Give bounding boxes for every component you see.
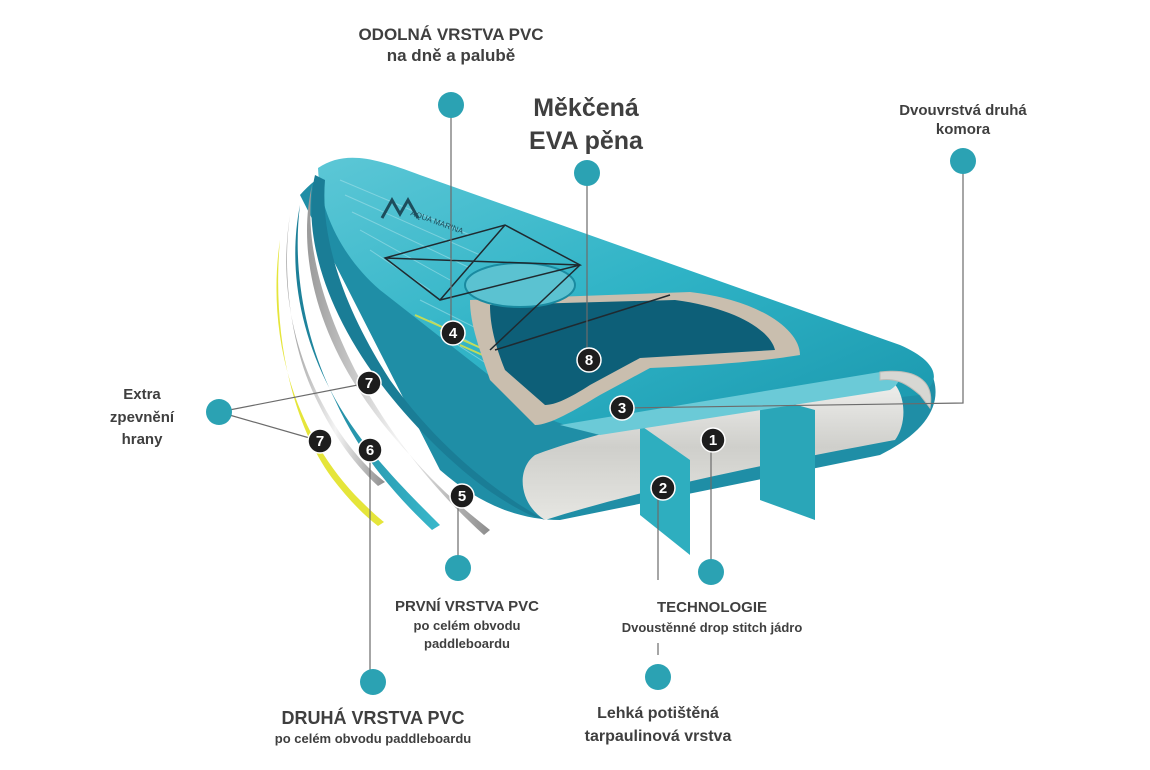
rail-layer-silver-2: [286, 215, 385, 486]
svg-text:4: 4: [449, 325, 458, 342]
label-edge-line3: hrany: [121, 431, 163, 448]
dot-second-chamber: [950, 148, 976, 174]
label-first-pvc-sub1: po celém obvodu: [413, 618, 521, 633]
eva-deck-pad-inner: [490, 300, 775, 405]
board-illustration: AQUA MARINA: [276, 157, 936, 555]
dot-second-pvc: [360, 669, 386, 695]
svg-text:7: 7: [316, 433, 324, 450]
svg-text:5: 5: [458, 488, 466, 505]
label-second-chamber: Dvouvrstvá druhá komora: [872, 102, 1054, 140]
dot-pvc-deck: [438, 92, 464, 118]
badge-5: 5: [449, 483, 475, 509]
svg-text:1: 1: [709, 432, 717, 449]
label-edge: Extra zpevnění hrany: [92, 384, 192, 452]
label-eva-sub: EVA pěna: [529, 126, 643, 155]
label-eva-title: Měkčená: [533, 94, 639, 122]
label-edge-line2: zpevnění: [109, 408, 175, 426]
label-first-pvc: PRVNÍ VRSTVA PVC po celém obvodu paddleb…: [372, 596, 562, 653]
label-technology-sub: Dvoustěnné drop stitch jádro: [621, 619, 803, 635]
label-pvc-deck-sub: na dně a palubě: [386, 46, 516, 66]
label-second-pvc-title: DRUHÁ VRSTVA PVC: [281, 708, 465, 728]
dot-eva: [574, 160, 600, 186]
label-edge-line1: Extra: [123, 386, 161, 403]
dot-tarpaulin: [645, 664, 671, 690]
leader-lines: [218, 105, 964, 680]
second-chamber-flap: [879, 370, 932, 410]
label-first-pvc-sub2: paddleboardu: [424, 636, 510, 652]
badge-8: 8: [576, 347, 602, 373]
dot-technology: [698, 559, 724, 585]
badge-7a: 7: [356, 370, 382, 396]
label-tarpaulin: Lehká potištěná tarpaulinová vrstva: [555, 702, 761, 748]
svg-text:6: 6: [366, 442, 374, 459]
svg-text:7: 7: [365, 375, 373, 392]
brand-logo-mark: [380, 196, 420, 219]
label-first-pvc-title: PRVNÍ VRSTVA PVC: [395, 598, 539, 615]
callout-dots: [206, 92, 976, 695]
core-wall-right: [760, 395, 815, 520]
svg-text:3: 3: [618, 400, 626, 417]
rail-layer-outer-blue: [311, 175, 545, 520]
number-badges: 1 2 3 4 5 6 7 7 8: [307, 320, 726, 509]
dot-edge: [206, 399, 232, 425]
badge-4: 4: [440, 320, 466, 346]
core-top-cap: [560, 372, 899, 435]
label-pvc-deck: ODOLNÁ VRSTVA PVC na dně a palubě: [320, 24, 582, 67]
label-technology-title: TECHNOLOGIE: [656, 599, 767, 616]
svg-text:8: 8: [585, 352, 593, 369]
badge-2: 2: [650, 475, 676, 501]
svg-text:2: 2: [659, 480, 667, 497]
label-second-pvc-sub: po celém obvodu paddleboardu: [274, 731, 472, 747]
rail-layer-yellow: [276, 240, 384, 526]
label-tarpaulin-title: Lehká potištěná: [597, 705, 719, 722]
label-second-pvc: DRUHÁ VRSTVA PVC po celém obvodu paddleb…: [240, 706, 506, 748]
dot-first-pvc: [445, 555, 471, 581]
label-second-chamber-title: Dvouvrstvá druhá: [899, 102, 1027, 119]
label-technology: TECHNOLOGIE Dvoustěnné drop stitch jádro: [592, 597, 832, 638]
label-eva: Měkčená EVA pěna: [500, 92, 672, 157]
badge-6: 6: [357, 437, 383, 463]
label-pvc-deck-title: ODOLNÁ VRSTVA PVC: [358, 25, 544, 44]
label-tarpaulin-sub: tarpaulinová vrstva: [584, 728, 732, 746]
board-deck: [318, 157, 934, 430]
badge-1: 1: [700, 427, 726, 453]
badge-7b: 7: [307, 428, 333, 454]
badge-3: 3: [609, 395, 635, 421]
rail-layer-silver-1: [307, 185, 490, 535]
label-second-chamber-sub: komora: [935, 120, 991, 138]
